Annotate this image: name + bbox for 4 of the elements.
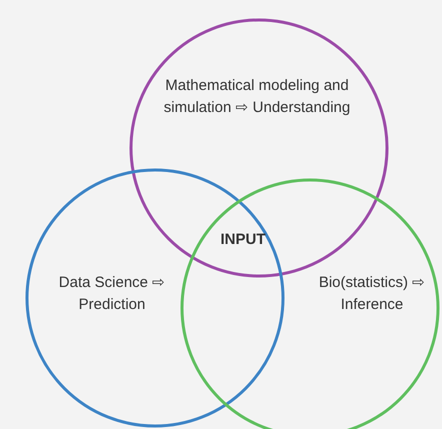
set-label: Bio(statistics) ⇨ Inference (318, 273, 426, 315)
set-label: Mathematical modeling and simulation ⇨ Understanding (162, 76, 352, 118)
set-label: Data Science ⇨ Prediction (58, 273, 166, 315)
intersection-label: INPUT (220, 230, 266, 250)
